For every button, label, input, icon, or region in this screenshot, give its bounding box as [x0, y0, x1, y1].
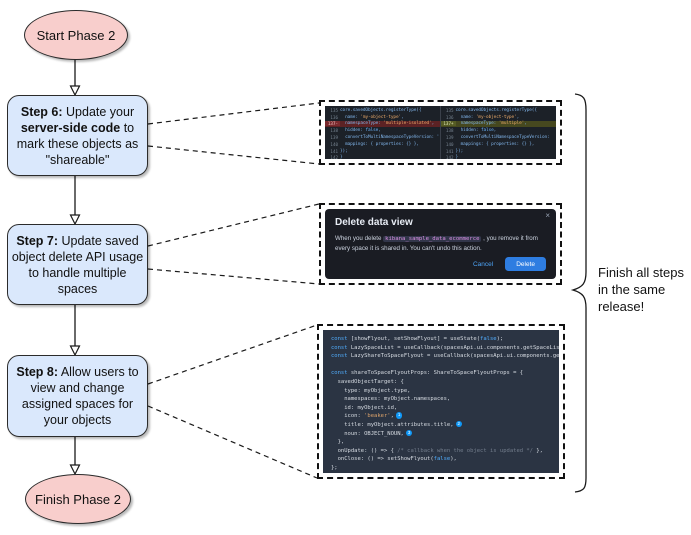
dialog-actions: Cancel Delete [473, 257, 546, 271]
diff-line: 141}); [330, 148, 348, 154]
step6-node: Step 6: Update your server-side code to … [7, 95, 148, 176]
diff-line: 137- namespaceType: 'multiple-isolated', [325, 120, 440, 128]
code-line: id: myObject.id, [331, 404, 398, 411]
close-icon[interactable]: × [545, 211, 550, 220]
diff-line: 137+ namespaceType: 'multiple', [440, 120, 556, 128]
start-node: Start Phase 2 [24, 10, 128, 60]
delete-dialog: × Delete data view When you delete kiban… [325, 209, 556, 279]
callout-badge-icon: 3 [405, 429, 413, 437]
step6-label: Step 6: Update your server-side code to … [16, 104, 139, 167]
code-line: const shareToSpaceFlyoutProps: ShareToSp… [331, 370, 524, 377]
callout-badge-icon: 2 [455, 420, 463, 428]
step7-node: Step 7: Update saved object delete API u… [7, 224, 148, 305]
diff-line: 140 mappings: { properties: {} }, [330, 141, 419, 147]
diff-line: 142} [445, 155, 459, 159]
arrowhead-icon [69, 345, 81, 357]
screenshot-flyout-code: const [showFlyout, setShowFlyout] = useS… [317, 324, 565, 479]
callout-connectors [147, 102, 320, 479]
finish-node: Finish Phase 2 [25, 474, 131, 524]
code-line: savedObjectTarget: { [331, 378, 404, 385]
code-line: }, [331, 439, 345, 446]
dialog-title: Delete data view [335, 217, 413, 228]
code-line: icon: 'beaker',1 [331, 412, 403, 420]
diff-line: 139 convertToMultiNamespaceTypeVersion: [445, 135, 553, 141]
code-line: namespaces: myObject.namespaces, [331, 396, 451, 403]
connector-step6-top [147, 102, 320, 125]
code-line: type: myObject.type, [331, 387, 411, 394]
diff-line: 140 mappings: { properties: {} }, [445, 141, 535, 147]
code-line: title: myObject.attributes.title,2 [331, 420, 463, 428]
start-node-label: Start Phase 2 [36, 27, 116, 43]
diff-line: 138 hidden: false, [445, 128, 497, 134]
code-line: onClose: () => setShowFlyout(false), [331, 456, 457, 463]
arrowhead-icon [69, 214, 81, 226]
diff-line: 141}); [445, 148, 464, 154]
code-line: onUpdate: () => { /* callback when the o… [331, 447, 543, 454]
connector-step7-bottom [147, 268, 320, 285]
step8-node: Step 8: Allow users to view and change a… [7, 355, 148, 437]
delete-button[interactable]: Delete [505, 257, 546, 271]
finish-node-label: Finish Phase 2 [35, 491, 121, 507]
diff-line: 136 name: 'my-object-type', [445, 114, 520, 120]
dialog-body: When you delete kibana_sample_data_ecomm… [335, 234, 543, 253]
callout-badge-icon: 1 [395, 412, 403, 419]
screenshot-delete-dialog: × Delete data view When you delete kiban… [319, 203, 562, 285]
dialog-body-suffix: , you remove it from every space it is s… [335, 235, 538, 252]
dataview-code-token: kibana_sample_data_ecommerce [383, 236, 482, 242]
arrowhead-icon [69, 464, 81, 476]
code-line: const LazyShareToSpaceFlyout = useCallba… [331, 353, 559, 360]
step7-label: Step 7: Update saved object delete API u… [11, 233, 144, 296]
code-snippet-panel: const [showFlyout, setShowFlyout] = useS… [323, 330, 559, 473]
code-line: }; [331, 464, 338, 471]
cancel-button[interactable]: Cancel [472, 260, 494, 268]
diff-line: 138 hidden: false, [330, 128, 381, 134]
connector-step8-top [147, 324, 318, 385]
diff-line: 136 name: 'my-object-type', [330, 114, 404, 120]
code-line [331, 361, 551, 370]
curly-brace [570, 93, 587, 493]
code-line: const [showFlyout, setShowFlyout] = useS… [331, 336, 504, 342]
connector-step8-bottom [147, 405, 318, 479]
code-line: noun: OBJECT_NOUN,3 [331, 429, 413, 437]
diff-line: 139 convertToMultiNamespaceTypeVersion: … [330, 135, 440, 141]
brace-note: Finish all steps in the same release! [598, 265, 684, 314]
connector-step6-bottom [147, 145, 320, 165]
step8-label: Step 8: Allow users to view and change a… [16, 365, 139, 427]
code-line: const LazySpaceList = useCallback(spaces… [331, 344, 559, 351]
diff-line: 142} [330, 155, 343, 159]
dialog-body-prefix: When you delete [335, 235, 384, 242]
arrowhead-icon [69, 85, 81, 97]
connector-step7-top [147, 203, 320, 247]
